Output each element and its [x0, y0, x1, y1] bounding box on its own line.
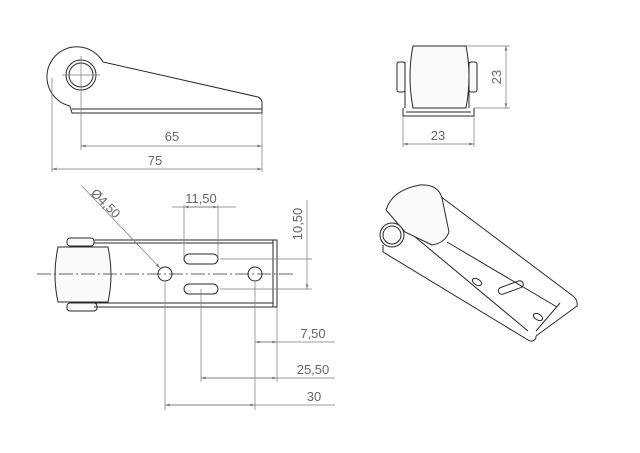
- bottom-view: 11,50 10,50 Ø4,50 7,50 25,50 30: [37, 186, 335, 410]
- dim-slot-length-label: 11,50: [185, 191, 217, 206]
- dim-75-label: 75: [148, 153, 162, 168]
- mounting-hole-1: [157, 266, 173, 282]
- dim-width-label: 23: [431, 128, 445, 143]
- dim-slot-spacing-label: 10,50: [290, 208, 305, 241]
- dim-height-label: 23: [489, 70, 504, 84]
- roller-body: [385, 184, 450, 246]
- isometric-view: [379, 184, 578, 342]
- roller-outline: [46, 46, 104, 107]
- dim-hole-diameter-label: Ø4,50: [88, 186, 124, 222]
- dim-65-label: 65: [165, 129, 179, 144]
- front-view: 23 23: [396, 45, 510, 147]
- bushing: [379, 222, 405, 248]
- roller-body: [54, 246, 112, 303]
- mounting-hole-2: [247, 266, 263, 282]
- side-view: 65 75: [46, 46, 263, 172]
- dim-hole-spacing-label: 30: [307, 389, 321, 404]
- dim-slot-edge-label: 25,50: [297, 362, 330, 377]
- roller-body: [409, 45, 470, 109]
- slot-1: [183, 253, 219, 265]
- dim-hole-edge-label: 7,50: [300, 326, 325, 341]
